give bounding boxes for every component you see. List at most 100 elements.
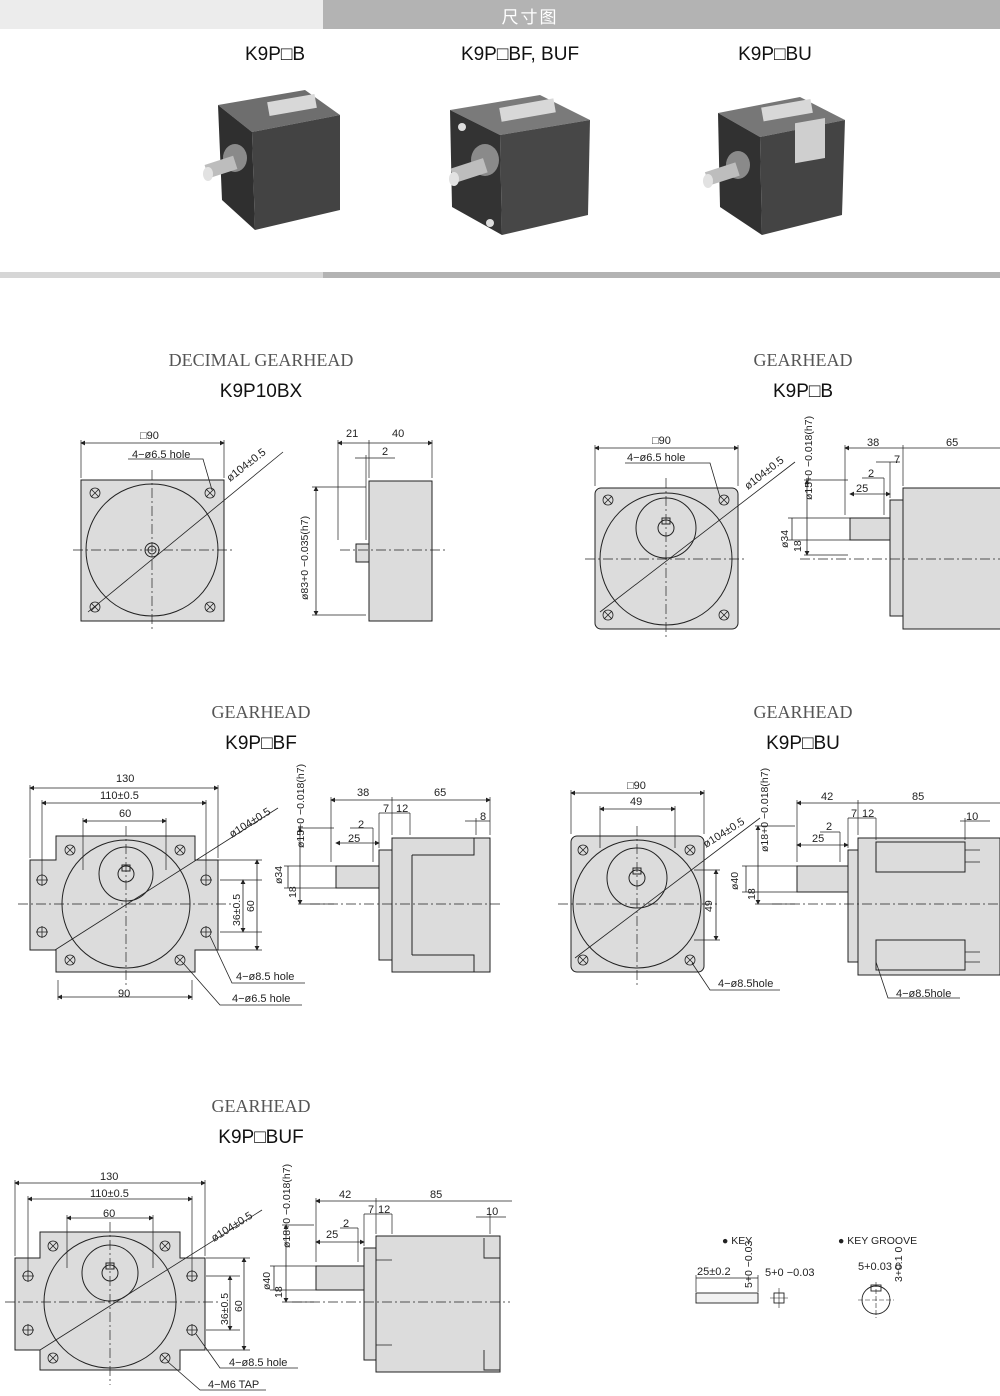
s2-dim-7: 7 xyxy=(894,454,900,466)
s5-dim-130: 130 xyxy=(100,1171,118,1183)
s2-dim-25: 25 xyxy=(856,483,868,495)
product-label-bu: K9P□BU xyxy=(738,44,812,65)
s5-dim-7: 7 xyxy=(368,1204,374,1216)
s3-side-view xyxy=(284,797,500,973)
s4-dim-holes-side: 4−ø8.5hole xyxy=(896,988,951,1000)
s4-dim-2: 2 xyxy=(826,821,832,833)
s4-dim-12: 12 xyxy=(862,808,874,820)
gearhead-photo-bu xyxy=(703,97,845,235)
s2-dim-shaft: ø15+0 −0.018(h7) xyxy=(803,416,815,500)
s4-front-view xyxy=(558,790,780,991)
header-bar-left xyxy=(0,0,323,29)
s5-dim-h60: 60 xyxy=(233,1300,245,1312)
section-model-k9p-b: K9P□B xyxy=(772,381,834,402)
s4-dim-40: ø40 xyxy=(729,872,741,890)
s1-dim-2: 2 xyxy=(382,446,388,458)
s5-front-view xyxy=(5,1180,298,1391)
s4-dim-7: 7 xyxy=(851,808,857,820)
s4-dim-85: 85 xyxy=(912,791,924,803)
separator-right xyxy=(323,272,1000,278)
header-bar-right xyxy=(323,0,1000,29)
s5-dim-18: 18 xyxy=(273,1286,285,1298)
s2-dim-18: 18 xyxy=(792,540,804,552)
key-drawing xyxy=(695,1275,788,1308)
key-groove-drawing xyxy=(858,1282,894,1318)
s2-front-view xyxy=(585,445,796,640)
s5-dim-40: ø40 xyxy=(261,1272,273,1290)
section-model-k9p-bf: K9P□BF xyxy=(225,733,297,754)
s5-dim-shaft: ø18+0 −0.018(h7) xyxy=(281,1164,293,1248)
s5-dim-36: 36±0.5 xyxy=(219,1293,231,1325)
s3-dim-25: 25 xyxy=(348,833,360,845)
s2-dim-38: 38 xyxy=(867,437,879,449)
s5-dim-110: 110±0.5 xyxy=(90,1188,129,1200)
s5-dim-holes-b: 4−M6 TAP xyxy=(208,1379,259,1391)
s1-side-view xyxy=(312,440,445,622)
section-model-k9p-bu: K9P□BU xyxy=(766,733,840,754)
s3-dim-18: 18 xyxy=(287,886,299,898)
s2-dim-2: 2 xyxy=(868,468,874,480)
s4-dim-49: 49 xyxy=(630,796,642,808)
groove-d: 3+0.1 0 xyxy=(893,1247,905,1282)
s2-dim-holes: 4−ø6.5 hole xyxy=(627,452,685,464)
s5-dim-10: 10 xyxy=(486,1206,498,1218)
s3-dim-36: 36±0.5 xyxy=(231,894,243,926)
s3-dim-2: 2 xyxy=(358,819,364,831)
s4-dim-shaft: ø18+0 −0.018(h7) xyxy=(759,768,771,852)
s3-dim-38: 38 xyxy=(357,787,369,799)
s1-dim-pcd: ø104±0.5 xyxy=(224,446,268,484)
s1-dim-21: 21 xyxy=(346,428,358,440)
s4-dim-25: 25 xyxy=(812,833,824,845)
s3-dim-shaft: ø15+0 −0.018(h7) xyxy=(295,764,307,848)
groove-w: 5+0.03 0 xyxy=(858,1261,901,1273)
section-category-gearhead-b: GEARHEAD xyxy=(753,350,853,370)
s4-dim-holes: 4−ø8.5hole xyxy=(718,978,773,990)
s5-dim-holes-a: 4−ø8.5 hole xyxy=(229,1357,287,1369)
s3-dim-7: 7 xyxy=(383,803,389,815)
key-w: 5+0 −0.03 xyxy=(765,1267,815,1279)
s3-dim-holes-b: 4−ø6.5 hole xyxy=(232,993,290,1005)
s3-dim-12: 12 xyxy=(396,803,408,815)
s2-side-view xyxy=(788,445,1000,630)
section-model-k9p10bx: K9P10BX xyxy=(219,381,303,402)
s2-dim-34: ø34 xyxy=(779,530,791,548)
s5-dim-85: 85 xyxy=(430,1189,442,1201)
header-title: 尺寸图 xyxy=(501,8,559,28)
s4-dim-18: 18 xyxy=(746,888,758,900)
s2-dim-square: □90 xyxy=(652,435,671,447)
product-label-bf-buf: K9P□BF, BUF xyxy=(460,44,580,65)
separator-left xyxy=(0,272,323,278)
s3-dim-65: 65 xyxy=(434,787,446,799)
key-h: 5+0 −0.03 xyxy=(743,1241,755,1288)
s5-side-view xyxy=(270,1198,512,1373)
s5-dim-42: 42 xyxy=(339,1189,351,1201)
s5-dim-60: 60 xyxy=(103,1208,115,1220)
s3-dim-34: ø34 xyxy=(273,866,285,884)
s3-dim-holes-a: 4−ø8.5 hole xyxy=(236,971,294,983)
section-model-k9p-buf: K9P□BUF xyxy=(218,1127,304,1148)
s3-dim-8: 8 xyxy=(480,811,486,823)
s3-dim-60: 60 xyxy=(119,808,131,820)
s1-dim-40: 40 xyxy=(392,428,404,440)
s2-dim-65: 65 xyxy=(946,437,958,449)
section-category-decimal: DECIMAL GEARHEAD xyxy=(168,350,354,370)
s5-dim-25: 25 xyxy=(326,1229,338,1241)
gearhead-photo-b xyxy=(203,90,340,230)
s1-dim-holes: 4−ø6.5 hole xyxy=(132,449,190,461)
s1-front-view xyxy=(73,440,284,630)
section-category-gearhead-buf: GEARHEAD xyxy=(211,1096,311,1116)
s5-dim-12: 12 xyxy=(378,1204,390,1216)
s4-side-view xyxy=(742,800,1000,999)
s4-dim-42: 42 xyxy=(821,791,833,803)
s1-dim-square: □90 xyxy=(140,430,159,442)
section-category-gearhead-bf: GEARHEAD xyxy=(211,702,311,722)
s5-dim-2: 2 xyxy=(343,1218,349,1230)
gearhead-photo-bf xyxy=(449,95,590,235)
s3-dim-110: 110±0.5 xyxy=(100,790,139,802)
s1-dim-shaft: ø83+0 −0.035(h7) xyxy=(299,516,311,600)
s4-dim-h49: 49 xyxy=(703,900,715,912)
s3-dim-130: 130 xyxy=(116,773,134,785)
s3-dim-h60: 60 xyxy=(245,900,257,912)
s4-dim-10: 10 xyxy=(966,811,978,823)
